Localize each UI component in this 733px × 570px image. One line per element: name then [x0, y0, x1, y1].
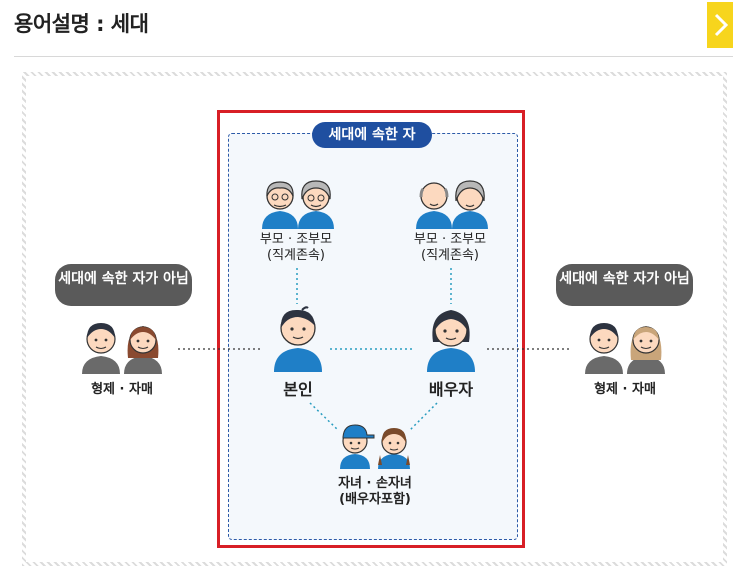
self-label: 본인	[283, 380, 313, 399]
non-household-pill-left: 세대에 속한 자가 아님	[55, 264, 192, 306]
siblings-left-icon	[82, 323, 162, 374]
parents-left-label: 부모 · 조부모(직계존속)	[259, 232, 333, 263]
siblings-right-icon	[585, 323, 665, 374]
line-self-children	[309, 402, 339, 431]
children-label: 자녀 · 손자녀(배우자포함)	[338, 476, 412, 507]
self-icon	[274, 306, 322, 372]
spouse-label: 배우자	[428, 380, 474, 399]
parents-right-icon	[416, 180, 488, 229]
line-spouse-children	[409, 402, 438, 431]
siblings-left-label: 형제 · 자매	[91, 382, 153, 397]
parents-right-label: 부모 · 조부모(직계존속)	[413, 232, 487, 263]
non-household-pill-right: 세대에 속한 자가 아님	[556, 264, 693, 306]
page-title: 용어설명 : 세대	[14, 12, 149, 36]
header-divider	[14, 56, 733, 57]
close-chevron-icon	[714, 13, 729, 37]
household-badge: 세대에 속한 자	[312, 122, 432, 148]
spouse-icon	[427, 310, 475, 372]
close-button[interactable]	[707, 2, 733, 48]
parents-left-icon	[262, 180, 334, 229]
siblings-right-label: 형제 · 자매	[594, 382, 656, 397]
children-icon	[340, 424, 410, 469]
highlight-box	[217, 110, 525, 548]
